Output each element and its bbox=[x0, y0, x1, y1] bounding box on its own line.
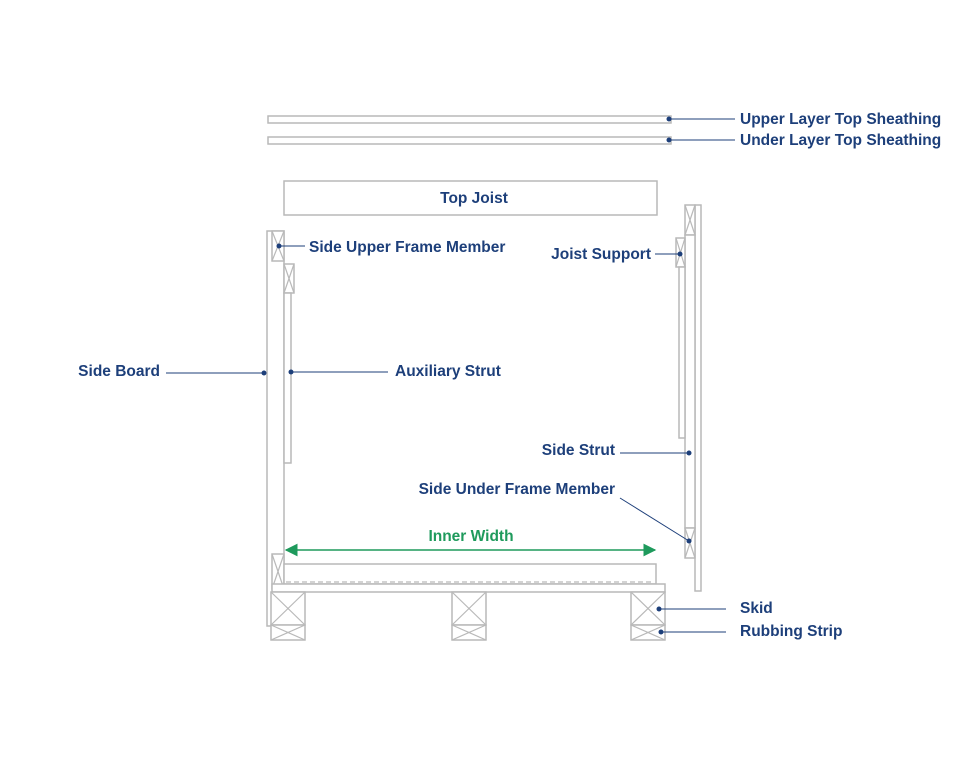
top-joist-board bbox=[283, 180, 658, 216]
upper-layer-top-sheathing-dot bbox=[666, 116, 672, 122]
side-board-dot bbox=[261, 370, 267, 376]
skid-dot bbox=[656, 606, 662, 612]
side-under-frame-member-leader bbox=[619, 497, 690, 542]
side-strut-dot bbox=[686, 450, 692, 456]
inner-width-label: Inner Width bbox=[428, 528, 513, 545]
right-side-upper-block bbox=[684, 204, 696, 236]
upper-layer-top-sheathing-label: Upper Layer Top Sheathing bbox=[740, 111, 941, 128]
side-upper-frame-member-label: Side Upper Frame Member bbox=[309, 239, 505, 256]
rubbing-strip-center bbox=[451, 624, 487, 641]
under-layer-top-sheathing-board bbox=[267, 136, 672, 145]
rubbing-strip-left bbox=[270, 624, 306, 641]
auxiliary-strut-dot bbox=[288, 369, 294, 375]
side-under-frame-member-dot bbox=[686, 538, 692, 544]
under-layer-top-sheathing-dot bbox=[666, 137, 672, 143]
right-side-strut bbox=[684, 234, 696, 529]
floor-bottom-board bbox=[271, 583, 666, 593]
right-side-board bbox=[694, 204, 702, 592]
side-upper-frame-member-dot bbox=[276, 243, 282, 249]
skid-label: Skid bbox=[740, 600, 773, 617]
skid-right bbox=[630, 591, 666, 626]
side-board-label: Side Board bbox=[78, 363, 160, 380]
under-layer-top-sheathing-label: Under Layer Top Sheathing bbox=[740, 132, 941, 149]
left-auxiliary-strut-block bbox=[283, 263, 295, 294]
floor-board bbox=[283, 563, 657, 585]
left-auxiliary-strut bbox=[283, 292, 292, 464]
side-under-frame-member-label: Side Under Frame Member bbox=[419, 481, 615, 498]
skid-left bbox=[270, 591, 306, 626]
rubbing-strip-label: Rubbing Strip bbox=[740, 623, 842, 640]
upper-layer-top-sheathing-board bbox=[267, 115, 672, 124]
skid-center bbox=[451, 591, 487, 626]
rubbing-strip-dot bbox=[658, 629, 664, 635]
joist-support-label: Joist Support bbox=[551, 246, 651, 263]
joist-support-dot bbox=[677, 251, 683, 257]
auxiliary-strut-label: Auxiliary Strut bbox=[395, 363, 501, 380]
side-strut-label: Side Strut bbox=[542, 442, 615, 459]
right-auxiliary-strut bbox=[678, 266, 686, 439]
top-joist-label: Top Joist bbox=[440, 190, 508, 207]
